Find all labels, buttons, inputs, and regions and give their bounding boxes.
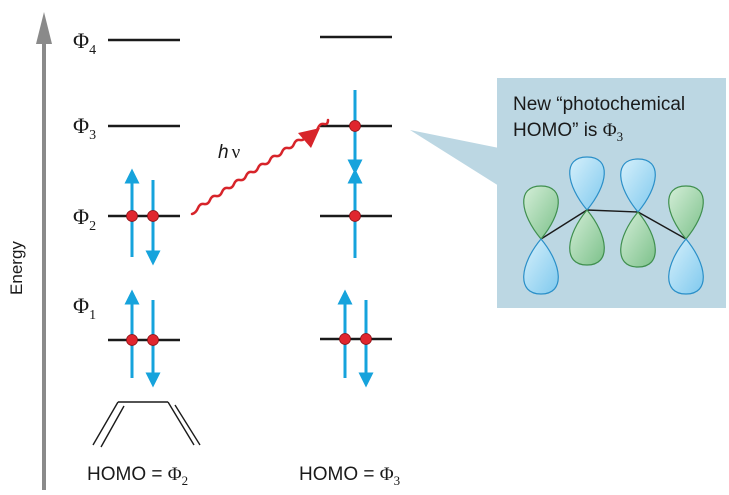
left-electrons: [124, 168, 161, 388]
level-label-phi1: Φ1: [73, 293, 96, 323]
orbital-lobe-green: [668, 185, 704, 240]
electron-dot: [349, 120, 361, 132]
axis-arrowhead: [36, 12, 52, 44]
level-label-phi3: Φ3: [73, 113, 96, 143]
callout: New “photochemical HOMO” is Φ3: [410, 78, 726, 308]
carbon-chain: [540, 209, 687, 240]
orbital-lobe-green: [569, 209, 605, 266]
butadiene-structure: [92, 401, 201, 448]
callout-pointer: [410, 130, 499, 186]
level-label-phi4: Φ4: [73, 28, 96, 58]
electron-dot: [339, 333, 351, 345]
electron-dots: [126, 120, 372, 346]
electron-dot: [147, 210, 159, 222]
electron-dot: [349, 210, 361, 222]
electron-dot: [126, 210, 138, 222]
electron-dot: [147, 334, 159, 346]
axis-label: Energy: [7, 241, 26, 295]
left-levels: [108, 38, 180, 342]
orbital-lobe-blue: [620, 158, 656, 213]
photon-arrowhead: [298, 128, 320, 148]
orbital-lobe-blue: [569, 156, 605, 211]
level-label-phi2: Φ2: [73, 204, 96, 234]
energy-axis: Energy: [7, 12, 52, 490]
orbital-lobe-green: [620, 211, 656, 268]
callout-line-1: New “photochemical: [513, 94, 685, 115]
orbital-lobe-blue: [668, 238, 704, 295]
electron-dot: [126, 334, 138, 346]
caption-left: HOMO = Φ2: [87, 464, 188, 488]
orbital-lobe-green: [523, 185, 559, 240]
electron-dot: [360, 333, 372, 345]
orbital-lobe-blue: [523, 238, 559, 295]
caption-right: HOMO = Φ3: [299, 464, 400, 488]
callout-line-2: HOMO” is Φ3: [513, 120, 623, 144]
